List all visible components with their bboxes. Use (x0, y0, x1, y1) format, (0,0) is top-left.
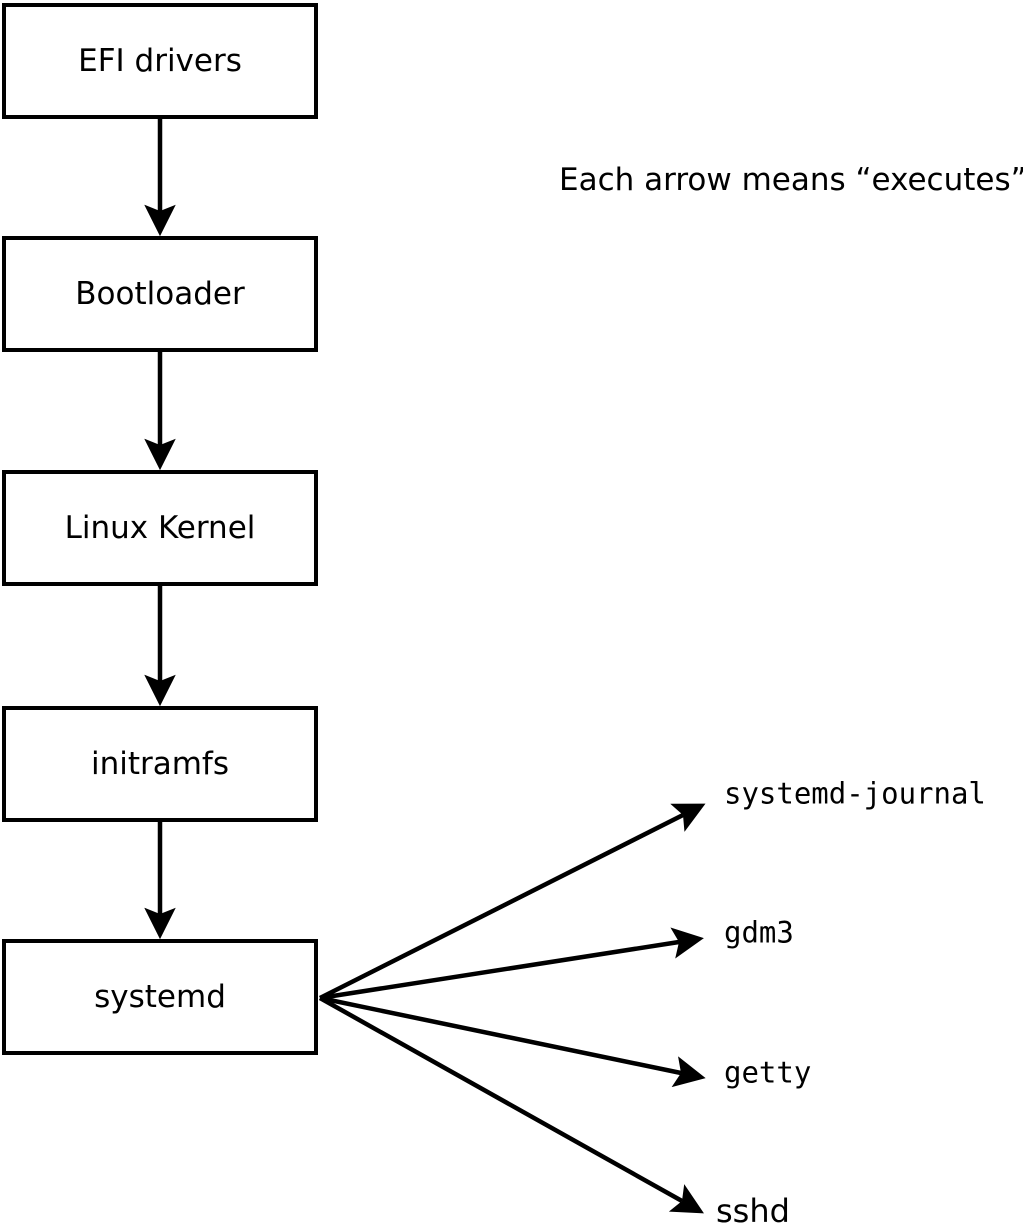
arrow-systemd-to-systemd-journal (318, 803, 706, 1001)
node-initramfs-label: initramfs (90, 745, 230, 782)
node-linux-kernel-label: Linux Kernel (64, 509, 256, 546)
node-initramfs: initramfs (2, 706, 318, 822)
arrow-systemd-to-gdm3 (319, 927, 704, 1001)
node-linux-kernel: Linux Kernel (2, 470, 318, 586)
arrow-systemd-to-sshd (318, 996, 704, 1214)
node-efi-drivers: EFI drivers (2, 3, 318, 119)
arrow-systemd-to-getty (319, 995, 706, 1088)
process-label-sshd: sshd (716, 1192, 790, 1230)
node-systemd: systemd (2, 939, 318, 1055)
process-label-systemd-journal: systemd-journal (724, 776, 986, 811)
process-label-getty: getty (724, 1055, 812, 1090)
node-systemd-label: systemd (94, 978, 226, 1015)
process-label-gdm3: gdm3 (724, 915, 794, 950)
arrow-meaning-note: Each arrow means “executes”. (559, 162, 1023, 198)
node-bootloader: Bootloader (2, 236, 318, 352)
node-bootloader-label: Bootloader (75, 275, 245, 312)
node-efi-drivers-label: EFI drivers (78, 42, 242, 79)
